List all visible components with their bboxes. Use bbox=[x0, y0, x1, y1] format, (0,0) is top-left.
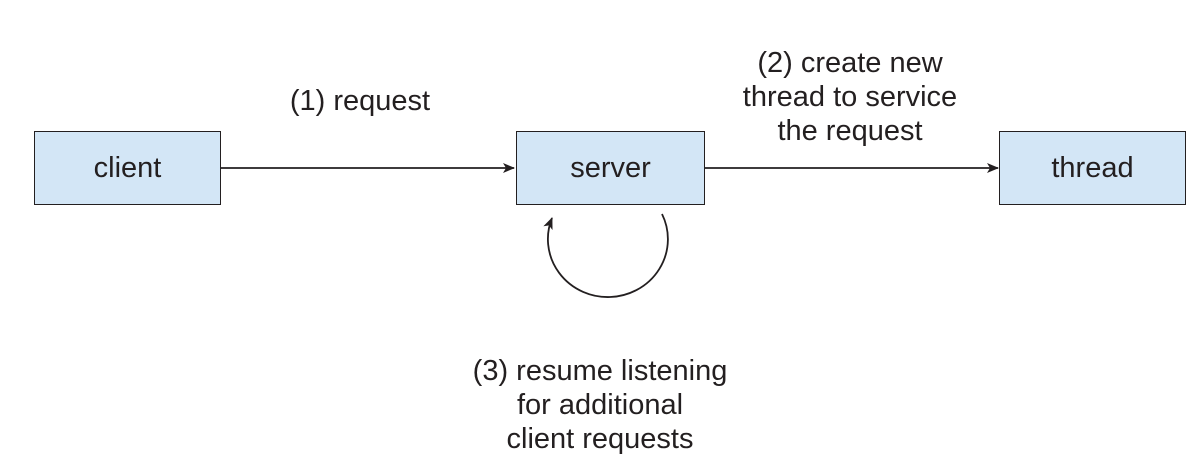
client-box: client bbox=[34, 131, 221, 205]
loop-arrow-resume-listening bbox=[543, 213, 669, 298]
step1-label: (1) request bbox=[289, 85, 431, 117]
step2-label: (2) create new thread to service the req… bbox=[742, 47, 958, 147]
step3-label: (3) resume listening for additional clie… bbox=[472, 355, 728, 455]
server-box: server bbox=[516, 131, 705, 205]
server-label: server bbox=[570, 151, 651, 184]
client-label: client bbox=[93, 151, 162, 184]
thread-label: thread bbox=[1051, 151, 1134, 184]
thread-box: thread bbox=[999, 131, 1186, 205]
